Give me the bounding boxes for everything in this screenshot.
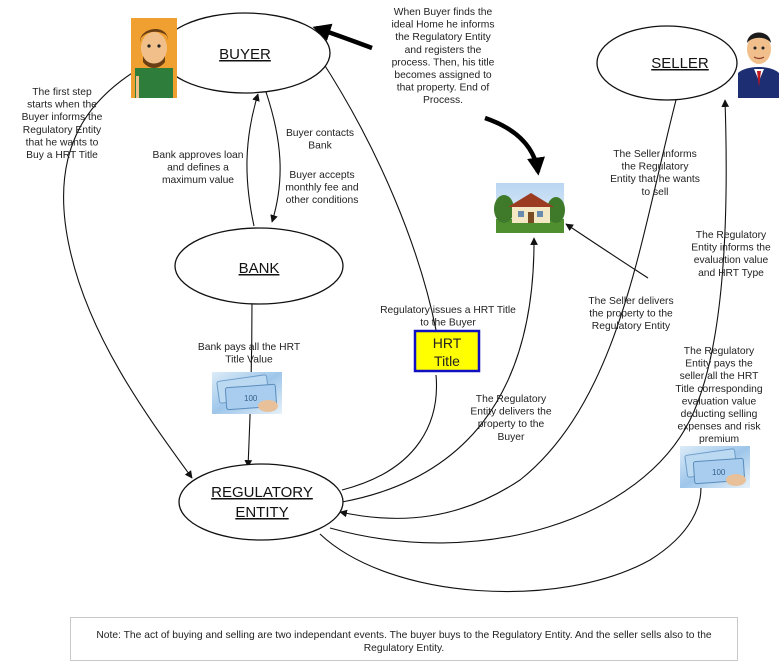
annotation-re-delivers-line: The Regulatory	[476, 394, 547, 405]
annotation-buyer-finds-home-line: the Regulatory Entity	[395, 32, 491, 43]
annotation-seller-informs-line: to sell	[642, 187, 669, 198]
annotation-re-pays-seller-line: seller all the HRT	[680, 371, 759, 382]
annotation-re-informs-value-line: The Regulatory	[696, 230, 767, 241]
annotation-re-delivers-line: Buyer	[498, 432, 525, 443]
annotation-buyer-finds-home-line: that property. End of	[397, 83, 490, 94]
house-image	[494, 183, 565, 233]
annotation-bank-approves-line: Bank approves loan	[152, 150, 243, 161]
annotation-re-pays-seller-line: deducting selling	[681, 409, 758, 420]
annotation-first-step-line: The first step	[32, 87, 92, 98]
annotation-bank-approves-line: and defines a	[167, 163, 229, 174]
annotation-re-informs-value-line: Entity informs the	[691, 243, 771, 254]
annotation-regulatory-issues-line: to the Buyer	[420, 318, 476, 329]
annotation-regulatory-issues-line: Regulatory issues a HRT Title	[380, 305, 516, 316]
seller-node	[596, 25, 738, 101]
hrt-title-box	[413, 329, 481, 373]
edge-regulatory-to-buyer	[341, 374, 438, 491]
annotation-re-delivers-line: Entity delivers the	[470, 407, 552, 418]
annotation-re-pays-seller-line: evaluation value	[682, 396, 757, 407]
annotation-bank-pays-line: Title Value	[225, 355, 273, 366]
annotation-first-step-line: Buy a HRT Title	[26, 150, 98, 161]
annotation-re-delivers-line: property to the	[478, 419, 545, 430]
edge-regulatory-to-house	[341, 237, 538, 503]
annotation-regulatory-issues: Regulatory issues a HRT Title to the Buye…	[380, 305, 516, 329]
edge-buyer-to-bank	[265, 91, 281, 223]
bold-arrow-to-buyer	[312, 23, 373, 51]
annotation-buyer-finds-home-line: ideal Home he informs	[391, 20, 494, 31]
edge-bank-to-buyer	[246, 93, 260, 227]
annotation-bank-pays-line: Bank pays all the HRT	[198, 342, 301, 353]
annotation-re-pays-seller-line: premium	[699, 434, 739, 445]
annotation-re-pays-seller-line: expenses and risk	[678, 422, 762, 433]
annotation-seller-informs-line: Entity that he wants	[610, 174, 700, 185]
annotation-first-step-line: Regulatory Entity	[23, 125, 102, 136]
svg-text:100: 100	[244, 394, 258, 403]
svg-text:100: 100	[712, 468, 726, 477]
edge-regulatory-to-seller	[329, 99, 730, 544]
annotation-re-pays-seller-line: The Regulatory	[684, 346, 755, 357]
regulatory-label-line2: ENTITY	[235, 504, 288, 521]
note-text: Note: The act of buying and selling are …	[96, 630, 712, 654]
regulatory-label-line1: REGULATORY	[211, 484, 313, 501]
hrt-title-line1: HRT	[433, 335, 462, 351]
annotation-buyer-finds-home-line: When Buyer finds the	[394, 7, 493, 18]
seller-avatar	[738, 21, 779, 98]
annotation-re-informs-value-line: and HRT Type	[698, 268, 764, 279]
buyer-label: BUYER	[219, 46, 271, 63]
edge-buyer-to-regulatory	[62, 49, 193, 479]
annotation-seller-delivers-line: Regulatory Entity	[592, 321, 671, 332]
seller-label: SELLER	[651, 55, 709, 72]
annotation-bank-approves-line: maximum value	[162, 175, 234, 186]
annotation-buyer-finds-home-line: becomes assigned to	[394, 70, 492, 81]
money-image-seller: 100	[680, 446, 750, 488]
annotation-re-pays-seller-line: Entity pays the	[685, 359, 753, 370]
annotation-buyer-accepts-line: monthly fee and	[285, 183, 359, 194]
annotation-buyer-finds-home: When Buyer finds the ideal Home he inform…	[391, 7, 494, 106]
annotation-bank-pays: Bank pays all the HRT Title Value	[198, 342, 301, 366]
annotation-buyer-accepts-line: Buyer accepts	[289, 170, 354, 181]
note-box: Note: The act of buying and selling are …	[70, 617, 738, 661]
annotation-buyer-accepts-line: other conditions	[286, 195, 359, 206]
annotation-seller-informs-line: The Seller informs	[613, 149, 697, 160]
annotation-buyer-finds-home-line: process. Then, his title	[392, 57, 495, 68]
edge-title-to-buyer	[319, 57, 437, 331]
annotation-buyer-contacts-line: Buyer contacts	[286, 128, 354, 139]
regulatory-node	[178, 463, 344, 541]
buyer-avatar	[131, 18, 177, 98]
annotation-buyer-finds-home-line: Process.	[423, 95, 463, 106]
edge-seller-to-regulatory	[339, 99, 677, 519]
annotation-first-step-line: starts when the	[27, 100, 97, 111]
annotation-seller-informs-line: the Regulatory	[622, 162, 690, 173]
annotation-buyer-contacts-line: Bank	[308, 141, 332, 152]
bank-label: BANK	[239, 260, 280, 277]
edge-regulatory-pays-seller	[319, 477, 706, 593]
annotation-first-step-line: that he wants to	[26, 137, 99, 148]
hrt-title-line2: Title	[434, 353, 460, 369]
annotation-seller-delivers-line: The Seller delivers	[588, 296, 673, 307]
bold-arrow-to-house	[484, 115, 545, 176]
annotation-re-informs-value-line: evaluation value	[694, 255, 769, 266]
annotation-seller-delivers-line: the property to the	[589, 309, 673, 320]
annotation-re-pays-seller-line: Title corresponding	[675, 384, 762, 395]
money-image-bank: 100	[212, 372, 282, 414]
annotation-first-step-line: Buyer informs the	[22, 112, 103, 123]
bank-node	[174, 227, 344, 305]
edge-seller-to-house	[565, 223, 649, 279]
annotation-buyer-finds-home-line: and registers the	[405, 45, 482, 56]
